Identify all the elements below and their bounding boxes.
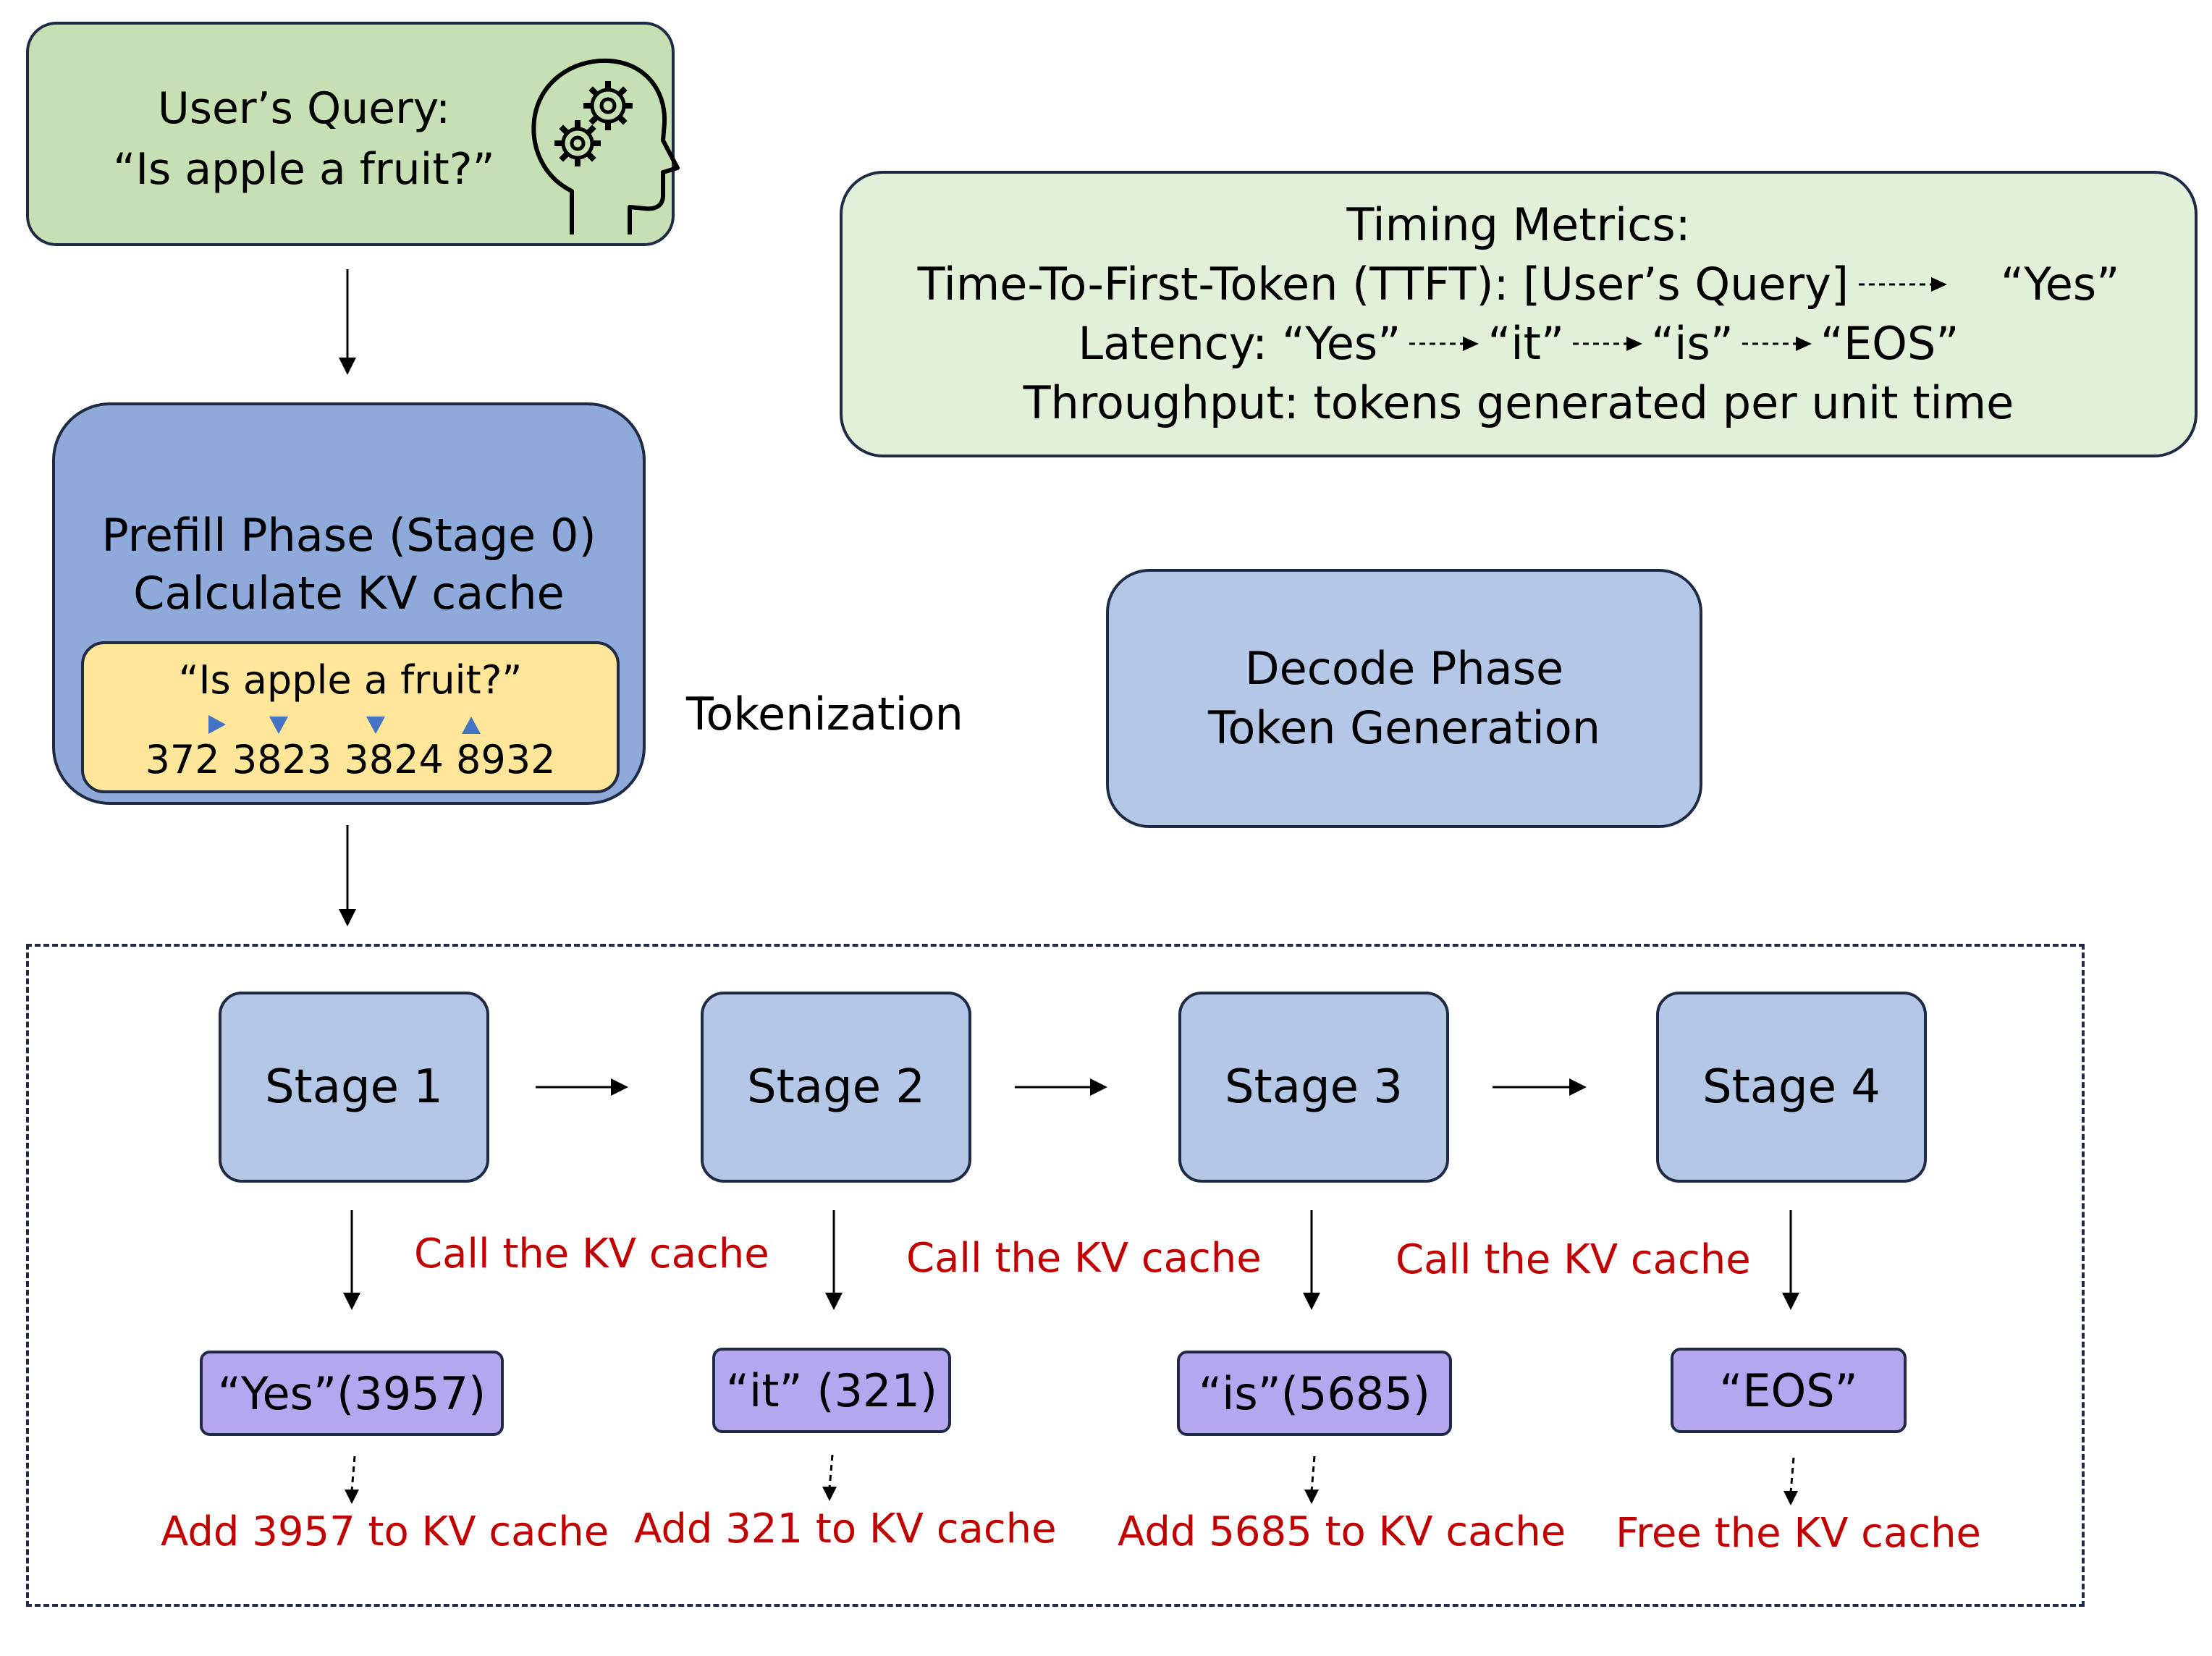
token-ids: 372 3823 3824 8932: [145, 737, 556, 782]
decode-title-line1: Decode Phase: [1244, 642, 1564, 695]
cache-action-label: Add 321 to KV cache: [634, 1505, 1057, 1552]
token-source-text: “Is apple a fruit?”: [178, 657, 523, 703]
latency-token: “it”: [1487, 317, 1565, 370]
throughput-line: Throughput: tokens generated per unit ti…: [1023, 376, 2014, 429]
ttft-target: “Yes”: [2001, 258, 2120, 310]
user-query-box: User’s Query: “Is apple a fruit?”: [26, 22, 680, 246]
user-query-text: User’s Query: “Is apple a fruit?”: [58, 78, 550, 200]
output-token-eos: “EOS”: [1671, 1348, 1907, 1433]
dashed-arrow-icon: [1742, 337, 1812, 351]
triangle-down-icon: [269, 717, 288, 734]
triangle-down-icon: [366, 717, 385, 734]
prefill-title-line2: Calculate KV cache: [133, 567, 565, 620]
tokenization-box: “Is apple a fruit?” 372 3823 3824 8932: [81, 641, 620, 793]
latency-token: “Yes”: [1281, 317, 1401, 370]
tokenization-label: Tokenization: [686, 688, 963, 740]
cache-action-label: Add 3957 to KV cache: [161, 1508, 609, 1555]
cache-action-label: Add 5685 to KV cache: [1118, 1508, 1566, 1555]
output-token-yes: “Yes”(3957): [200, 1351, 504, 1436]
user-query-label: User’s Query:: [157, 83, 451, 134]
timing-metrics-box: Timing Metrics: Time-To-First-Token (TTF…: [840, 171, 2198, 457]
latency-token: “is”: [1651, 317, 1734, 370]
prefill-title-line1: Prefill Phase (Stage 0): [101, 509, 596, 562]
dashed-arrow-icon: [1859, 277, 1948, 292]
output-token-it: “it” (321): [712, 1348, 951, 1433]
prefill-phase-box: Prefill Phase (Stage 0) Calculate KV cac…: [52, 402, 646, 805]
arrowhead-icon: [339, 909, 356, 926]
latency-line: Latency: “Yes” “it” “is” “EOS”: [1078, 314, 1959, 373]
user-query-value: “Is apple a fruit?”: [113, 144, 495, 195]
stage-3-box: Stage 3: [1178, 992, 1449, 1183]
ttft-label: Time-To-First-Token (TTFT): [User’s Quer…: [917, 258, 1849, 310]
latency-token: “EOS”: [1820, 317, 1959, 370]
prefill-title: Prefill Phase (Stage 0) Calculate KV cac…: [101, 507, 596, 622]
ttft-line: Time-To-First-Token (TTFT): [User’s Quer…: [918, 255, 2120, 314]
decode-title-line2: Token Generation: [1208, 701, 1600, 754]
call-kv-cache-label: Call the KV cache: [906, 1235, 1262, 1282]
arrowhead-icon: [339, 358, 356, 375]
dashed-arrow-icon: [1573, 337, 1643, 351]
decode-phase-box: Decode Phase Token Generation: [1106, 569, 1702, 828]
call-kv-cache-label: Call the KV cache: [414, 1230, 769, 1277]
stage-4-box: Stage 4: [1656, 992, 1927, 1183]
call-kv-cache-label: Call the KV cache: [1396, 1236, 1751, 1283]
timing-metrics-title: Timing Metrics:: [1346, 198, 1691, 251]
dashed-arrow-icon: [1409, 337, 1479, 351]
cache-action-label: Free the KV cache: [1616, 1510, 1982, 1557]
triangle-right-icon: [208, 715, 226, 734]
decode-stages-frame: [26, 944, 2085, 1607]
output-token-is: “is”(5685): [1177, 1351, 1452, 1436]
head-with-gears-icon: [531, 58, 680, 235]
triangle-up-left-icon: [462, 717, 481, 734]
stage-2-box: Stage 2: [701, 992, 971, 1183]
stage-1-box: Stage 1: [219, 992, 489, 1183]
latency-label: Latency:: [1078, 317, 1267, 370]
